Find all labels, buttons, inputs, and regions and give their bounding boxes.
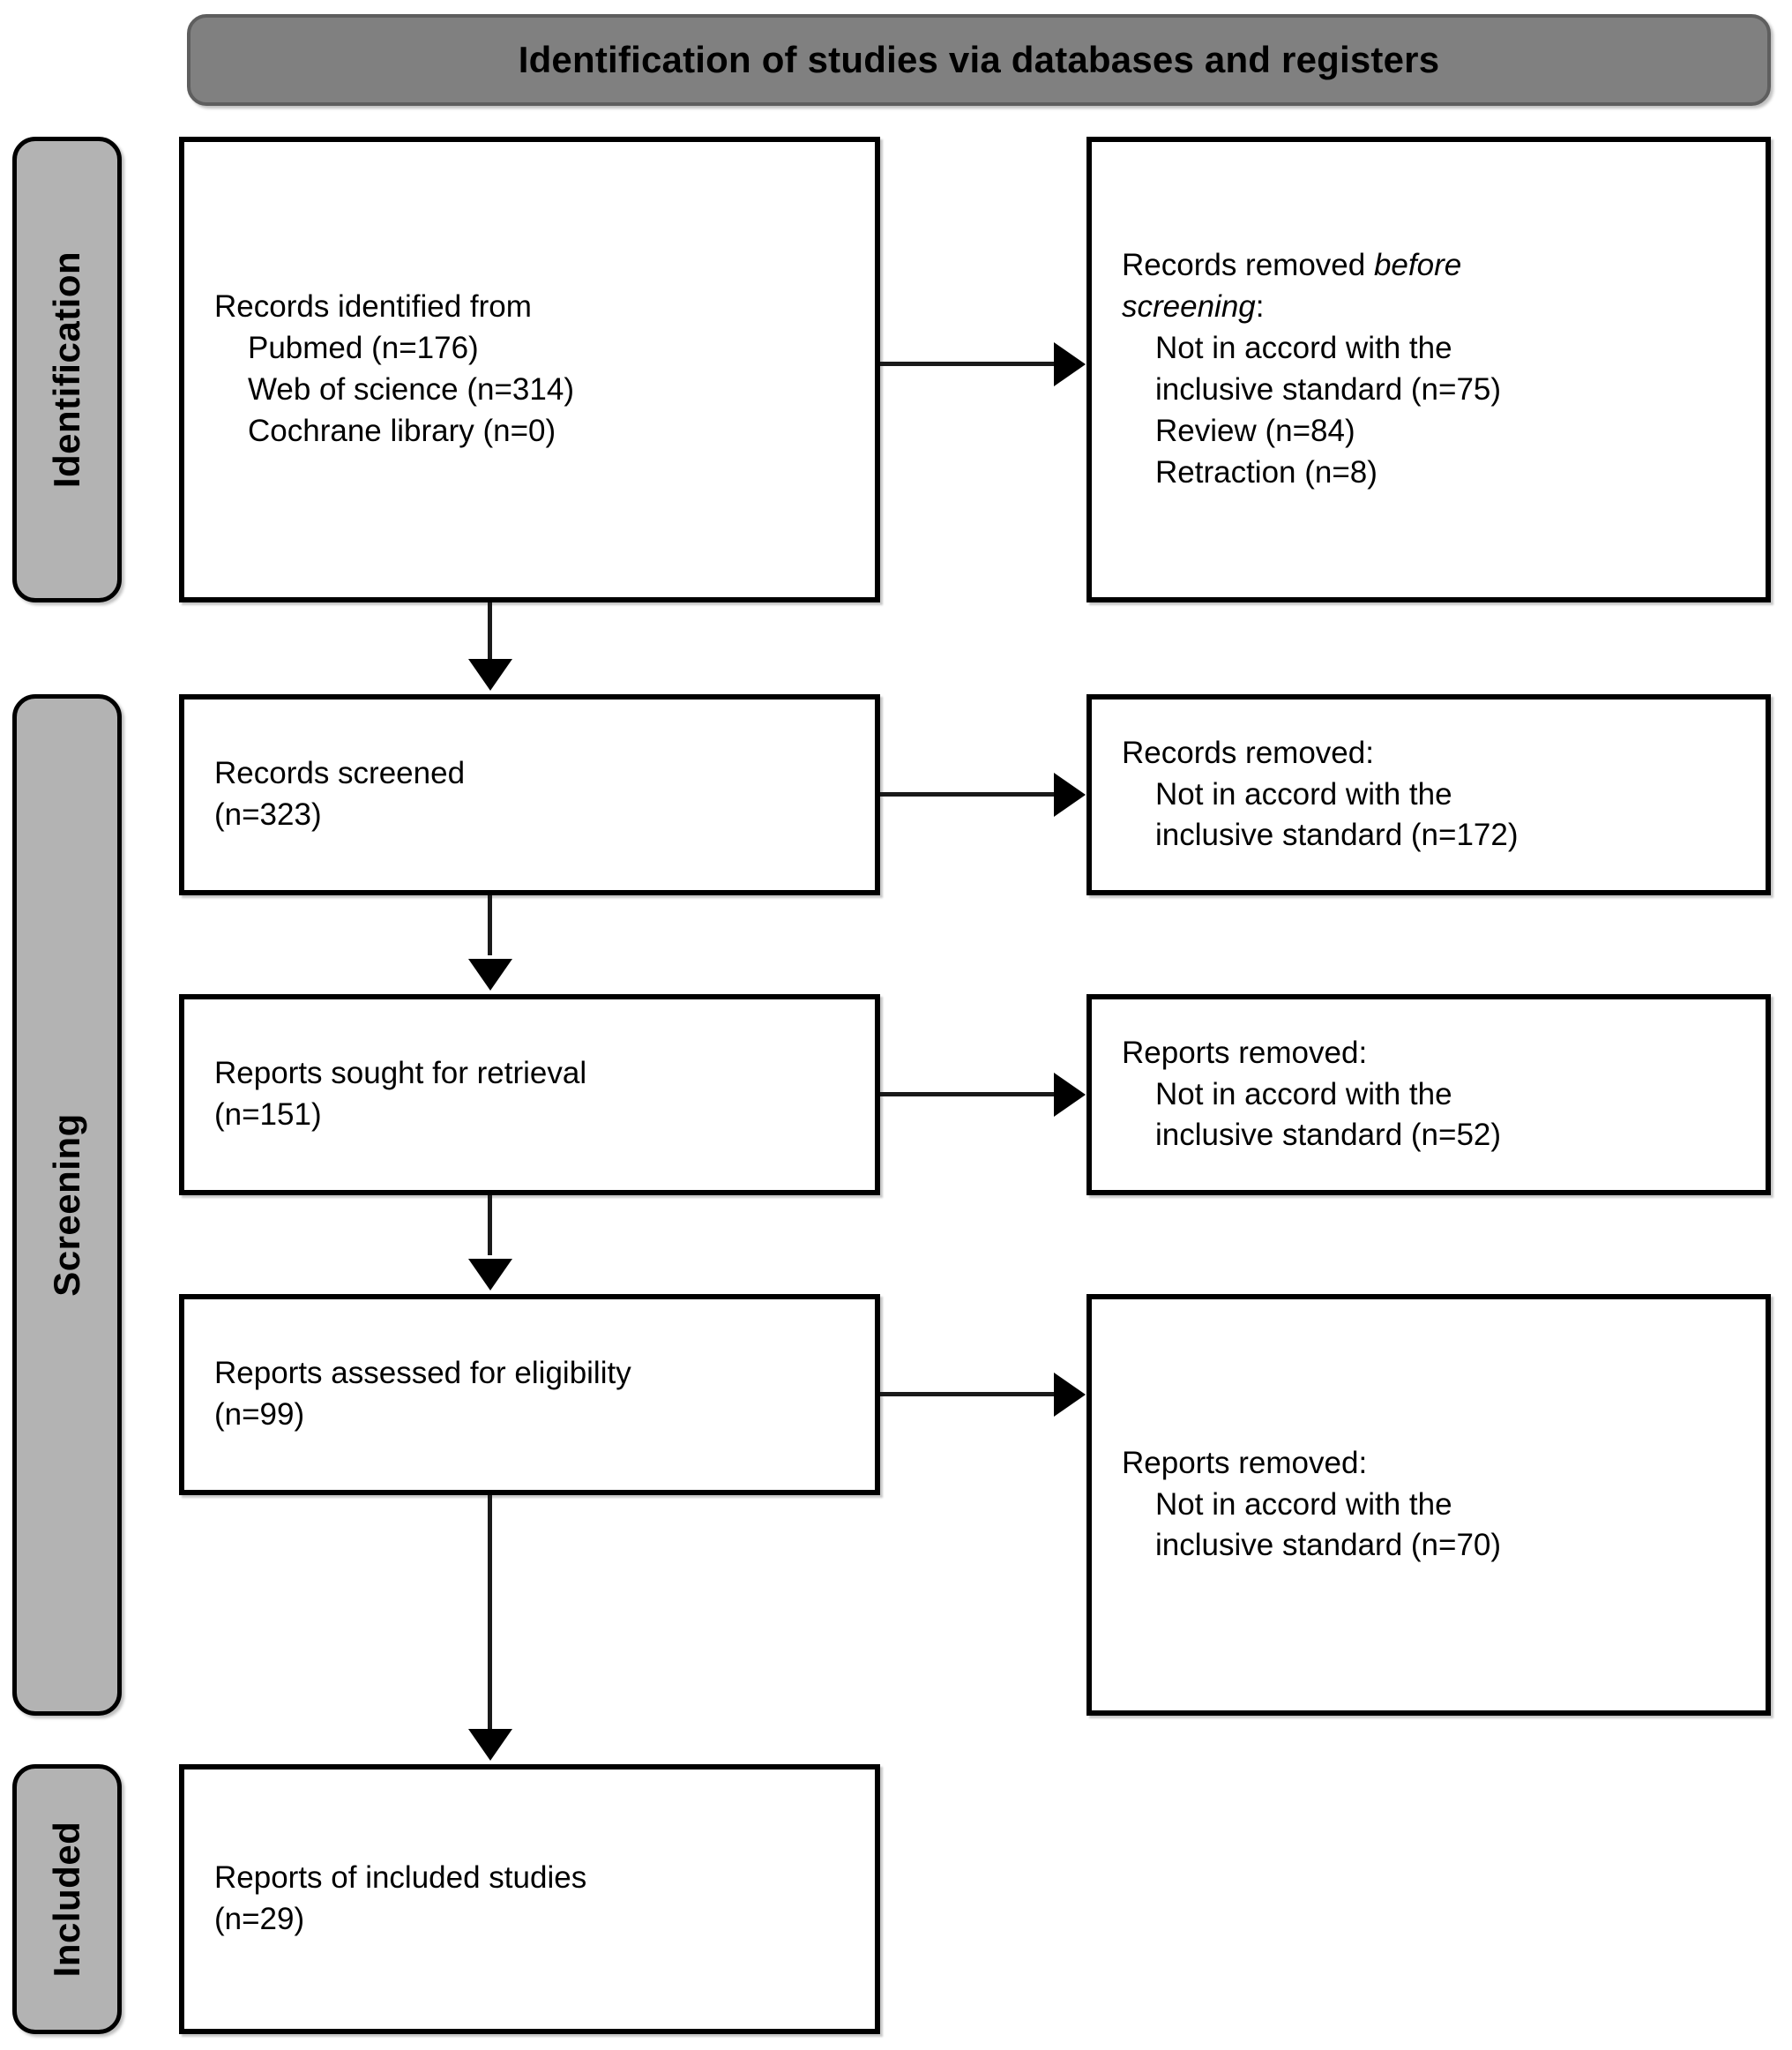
arrow-head xyxy=(1054,1073,1086,1117)
box-records-identified-content: Records identified from Pubmed (n=176) W… xyxy=(184,287,875,453)
arrow-shaft xyxy=(488,602,492,662)
box-reports-removed-assessed-content: Reports removed: Not in accord with the … xyxy=(1092,1443,1766,1567)
included-count: (n=29) xyxy=(214,1902,305,1936)
records-removed-before-reason1b: inclusive standard (n=75) xyxy=(1155,372,1502,407)
arrow-head xyxy=(468,1259,512,1291)
stage-label-screening-text: Screening xyxy=(46,1113,87,1297)
box-reports-removed-sought-content: Reports removed: Not in accord with the … xyxy=(1092,1033,1766,1157)
records-screened-count: (n=323) xyxy=(214,797,322,832)
reports-sought-count: (n=151) xyxy=(214,1097,322,1132)
arrow-shaft xyxy=(488,895,492,955)
records-removed-screening-title: Records removed: xyxy=(1122,735,1374,770)
box-records-screened: Records screened (n=323) xyxy=(179,694,880,895)
reports-removed-assessed-reason-a: Not in accord with the xyxy=(1155,1486,1452,1522)
diagram-header-banner: Identification of studies via databases … xyxy=(187,14,1771,106)
arrow-shaft xyxy=(880,1092,1057,1096)
box-records-removed-before-screening-content: Records removed before screening: Not in… xyxy=(1092,245,1766,493)
reports-removed-assessed-title: Reports removed: xyxy=(1122,1445,1368,1480)
arrow-shaft xyxy=(880,1392,1057,1396)
records-removed-before-line1: Records removed before xyxy=(1122,245,1736,287)
reports-removed-sought-reason-b: inclusive standard (n=52) xyxy=(1155,1118,1502,1153)
records-removed-before-reason1a: Not in accord with the xyxy=(1155,331,1452,366)
records-removed-screening-reason-b: inclusive standard (n=172) xyxy=(1155,818,1519,853)
arrow-head xyxy=(468,659,512,691)
stage-label-included-text: Included xyxy=(46,1821,87,1978)
records-identified-pubmed: Pubmed (n=176) xyxy=(248,331,479,366)
stage-label-screening: Screening xyxy=(12,694,122,1716)
records-identified-title: Records identified from xyxy=(214,289,532,325)
arrow-head xyxy=(1054,1373,1086,1417)
stage-label-included: Included xyxy=(12,1764,122,2034)
diagram-title: Identification of studies via databases … xyxy=(518,39,1440,80)
box-records-removed-screening: Records removed: Not in accord with the … xyxy=(1086,694,1771,895)
stage-label-identification: Identification xyxy=(12,137,122,602)
arrow-shaft xyxy=(880,362,1057,366)
records-removed-before-review: Review (n=84) xyxy=(1155,413,1355,448)
box-records-removed-screening-content: Records removed: Not in accord with the … xyxy=(1092,733,1766,857)
stage-label-identification-text: Identification xyxy=(46,251,87,489)
box-reports-assessed-content: Reports assessed for eligibility (n=99) xyxy=(184,1353,875,1436)
arrow-head xyxy=(1054,342,1086,386)
box-reports-removed-assessed: Reports removed: Not in accord with the … xyxy=(1086,1294,1771,1716)
reports-removed-sought-title: Reports removed: xyxy=(1122,1035,1368,1070)
box-included-content: Reports of included studies (n=29) xyxy=(184,1858,875,1941)
box-records-identified: Records identified from Pubmed (n=176) W… xyxy=(179,137,880,602)
reports-removed-sought-reason-a: Not in accord with the xyxy=(1155,1076,1452,1111)
arrow-head xyxy=(468,959,512,991)
box-records-removed-before-screening: Records removed before screening: Not in… xyxy=(1086,137,1771,602)
records-removed-before-retraction: Retraction (n=8) xyxy=(1155,454,1378,490)
records-removed-before-italic-2: screening xyxy=(1122,289,1256,325)
reports-removed-assessed-reason-b: inclusive standard (n=70) xyxy=(1155,1528,1502,1563)
arrow-shaft xyxy=(880,792,1057,797)
arrow-shaft xyxy=(488,1195,492,1255)
reports-assessed-count: (n=99) xyxy=(214,1397,305,1432)
records-screened-title: Records screened xyxy=(214,756,466,791)
arrow-shaft xyxy=(488,1495,492,1732)
box-reports-of-included-studies: Reports of included studies (n=29) xyxy=(179,1764,880,2034)
arrow-head xyxy=(1054,773,1086,817)
arrow-head xyxy=(468,1729,512,1761)
box-reports-sought-content: Reports sought for retrieval (n=151) xyxy=(184,1053,875,1136)
records-identified-web-of-science: Web of science (n=314) xyxy=(248,372,574,407)
included-title: Reports of included studies xyxy=(214,1860,587,1896)
box-records-screened-content: Records screened (n=323) xyxy=(184,753,875,836)
records-removed-before-italic-1: before xyxy=(1373,248,1462,283)
records-removed-before-colon: : xyxy=(1255,289,1265,325)
box-reports-assessed-for-eligibility: Reports assessed for eligibility (n=99) xyxy=(179,1294,880,1495)
reports-assessed-title: Reports assessed for eligibility xyxy=(214,1356,631,1391)
records-removed-screening-reason-a: Not in accord with the xyxy=(1155,776,1452,812)
box-reports-removed-sought: Reports removed: Not in accord with the … xyxy=(1086,994,1771,1195)
records-removed-before-line2: screening: xyxy=(1122,287,1736,328)
records-removed-before-prefix: Records removed xyxy=(1122,248,1374,283)
box-reports-sought-for-retrieval: Reports sought for retrieval (n=151) xyxy=(179,994,880,1195)
records-identified-cochrane: Cochrane library (n=0) xyxy=(248,413,556,448)
reports-sought-title: Reports sought for retrieval xyxy=(214,1056,587,1091)
